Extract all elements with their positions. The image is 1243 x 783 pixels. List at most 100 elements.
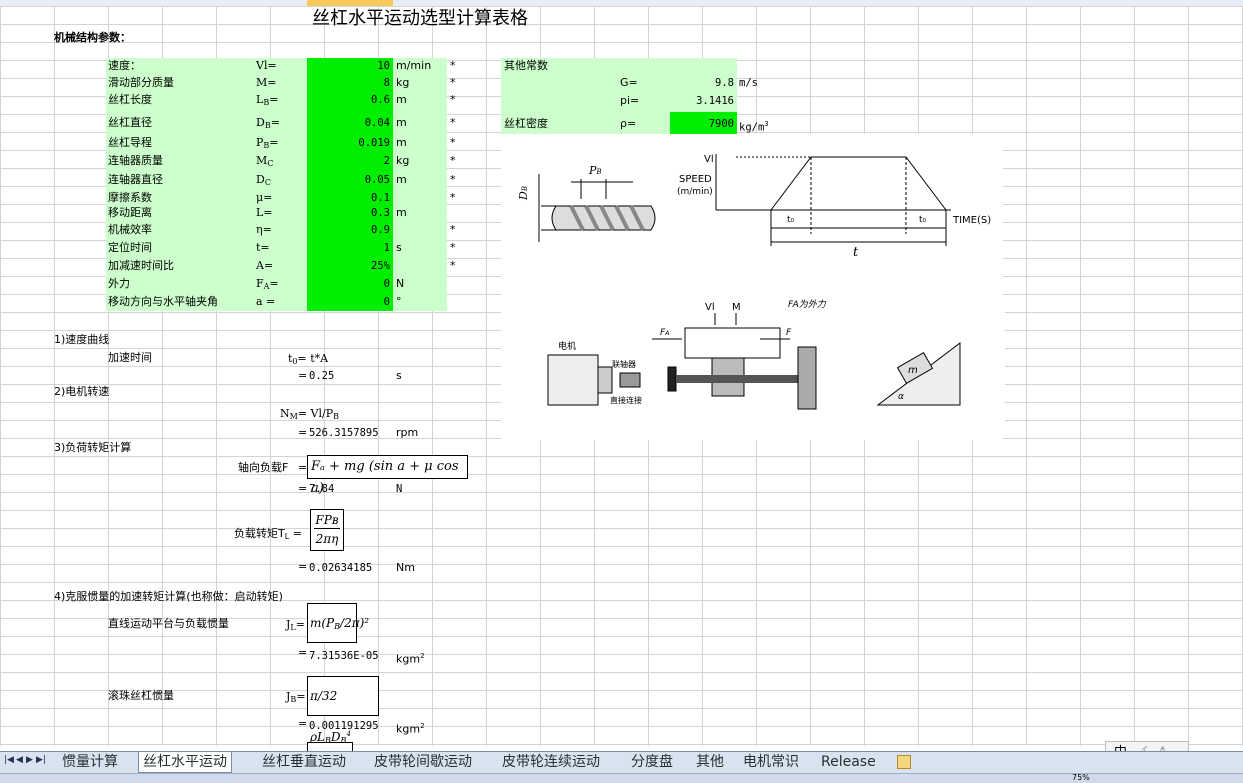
param-symbol-text: η= — [256, 223, 272, 236]
param-symbol-sub: B — [263, 98, 270, 107]
param-name: 滑动部分质量 — [108, 76, 174, 89]
param-symbol-text: t= — [256, 241, 270, 254]
vl-label: Vl — [704, 154, 714, 165]
s3-eq2: = — [298, 560, 308, 573]
insert-sheet-icon[interactable] — [893, 752, 915, 772]
zoom-level[interactable]: 75% — [1072, 773, 1090, 782]
param-value[interactable]: 0.6 — [371, 94, 390, 106]
param-value[interactable]: 0.05 — [364, 174, 390, 186]
sheet-tab[interactable]: 惯量计算 — [62, 754, 118, 770]
s4-jb-sym: J — [286, 690, 291, 703]
mass-label: m — [908, 365, 918, 376]
t0-right-label: t₀ — [919, 215, 927, 225]
param-required-star: * — [450, 241, 456, 254]
sheet-tab[interactable]: 分度盘 — [631, 754, 673, 770]
param-symbol: LB= — [256, 92, 278, 108]
s2-formula: = Vl/P — [297, 407, 334, 420]
prev-sheet-icon[interactable]: ◀ — [16, 755, 23, 765]
sheet-tab[interactable]: Release — [821, 754, 876, 770]
param-symbol: μ= — [256, 190, 272, 206]
param-symbol: η= — [256, 222, 272, 238]
param-value[interactable]: 25% — [371, 260, 390, 272]
param-symbol: Vl= — [256, 58, 277, 74]
param-symbol: DC — [256, 172, 271, 188]
param-unit: ° — [396, 295, 402, 308]
rho-unit: kg/m3 — [739, 116, 769, 134]
s2-title: 2)电机转速 — [54, 385, 110, 398]
param-name: 丝杠长度 — [108, 93, 152, 106]
param-symbol: MC — [256, 153, 273, 169]
param-symbol-eq: = — [269, 277, 279, 290]
sheet-tab[interactable]: 电机常识 — [743, 754, 799, 770]
param-value[interactable]: 0 — [383, 296, 390, 308]
param-symbol-text: μ= — [256, 191, 273, 204]
sheet-tab[interactable]: 皮带轮间歇运动 — [374, 754, 472, 770]
param-unit: m — [396, 116, 407, 129]
sheet-tab[interactable]: 丝杠垂直运动 — [262, 754, 346, 770]
param-symbol: M= — [256, 75, 276, 91]
s2-fsub: B — [333, 412, 340, 421]
sheet-tab[interactable]: 皮带轮连续运动 — [502, 754, 600, 770]
s3-axial-label: 轴向负载F — [238, 461, 289, 474]
time-label: TIME(S) — [952, 215, 991, 226]
param-name: 机械效率 — [108, 223, 152, 236]
param-value[interactable]: 1 — [383, 242, 390, 254]
rho-value[interactable]: 7900 — [708, 118, 734, 130]
s2-eq: = — [298, 426, 308, 439]
sheet-tab[interactable]: 丝杠水平运动 — [138, 752, 232, 773]
last-sheet-icon[interactable]: ▶| — [36, 755, 46, 765]
param-required-star: * — [450, 223, 456, 236]
jl-formula-box: m(PB/2π)² — [307, 603, 369, 643]
param-symbol: FA= — [256, 276, 279, 292]
m-mech-label: M — [732, 302, 741, 313]
param-value[interactable]: 0.3 — [371, 207, 390, 219]
param-required-star: * — [450, 136, 456, 149]
sheet-tab[interactable]: 其他 — [696, 754, 724, 770]
param-value[interactable]: 0 — [383, 278, 390, 290]
param-unit: s — [396, 241, 402, 254]
t0-left-label: t₀ — [787, 215, 795, 225]
param-name: 外力 — [108, 277, 130, 290]
param-value[interactable]: 0.9 — [371, 224, 390, 236]
param-value[interactable]: 8 — [383, 77, 390, 89]
s1-unit: s — [396, 369, 402, 382]
param-value[interactable]: 2 — [383, 155, 390, 167]
rho-fill — [670, 112, 737, 134]
first-sheet-icon[interactable]: |◀ — [4, 755, 14, 765]
next-sheet-icon[interactable]: ▶ — [26, 755, 33, 765]
s1-value: 0.25 — [309, 370, 335, 382]
jb-formula-box: π/32 ρLBDB4 — [307, 676, 379, 745]
s4-jl-exp: 2 — [420, 652, 425, 660]
param-value[interactable]: 0.04 — [364, 117, 390, 129]
param-symbol-text: A= — [256, 259, 274, 272]
sheet-tab-bar: |◀ ◀ ▶ ▶| 惯量计算 丝杠水平运动 丝杠垂直运动 皮带轮间歇运动 皮带轮连续运动… — [0, 751, 1243, 774]
selected-column-header[interactable] — [307, 0, 393, 6]
rho-label: ρ= — [620, 117, 637, 130]
param-symbol-text: D — [256, 173, 265, 186]
db-label: DB — [517, 186, 530, 201]
s2-unit: rpm — [396, 426, 419, 439]
s4-jl-value: 7.31536E-05 — [309, 650, 379, 662]
s4-jb-exp: 2 — [420, 722, 425, 730]
param-unit: kg — [396, 154, 410, 167]
param-name: 丝杠直径 — [108, 116, 152, 129]
param-name: 连轴器质量 — [108, 154, 163, 167]
s4-jl-sym: J — [286, 618, 291, 631]
param-value[interactable]: 10 — [377, 60, 390, 72]
s3-torque-value: 0.02634185 — [309, 562, 373, 574]
param-value[interactable]: 0.019 — [358, 137, 390, 149]
param-symbol: a = — [256, 294, 275, 310]
s4-jb-label: 滚珠丝杠惯量 — [108, 689, 174, 702]
s4-jl-label: 直线运动平台与负载惯量 — [108, 617, 229, 630]
motor-label: 电机 — [558, 340, 576, 352]
param-required-star: * — [450, 93, 456, 106]
g-value[interactable]: 9.8 — [715, 77, 734, 89]
param-value[interactable]: 0.1 — [371, 192, 390, 204]
param-symbol-sub: A — [263, 282, 270, 291]
section-mech-label: 机械结构参数： — [54, 31, 131, 44]
param-symbol-text: a = — [256, 295, 276, 308]
torque-num: FPʙ — [314, 513, 340, 529]
pi-value[interactable]: 3.1416 — [696, 95, 734, 107]
fa-note: FA为外力 — [788, 299, 827, 310]
alpha-label: α — [898, 392, 904, 402]
